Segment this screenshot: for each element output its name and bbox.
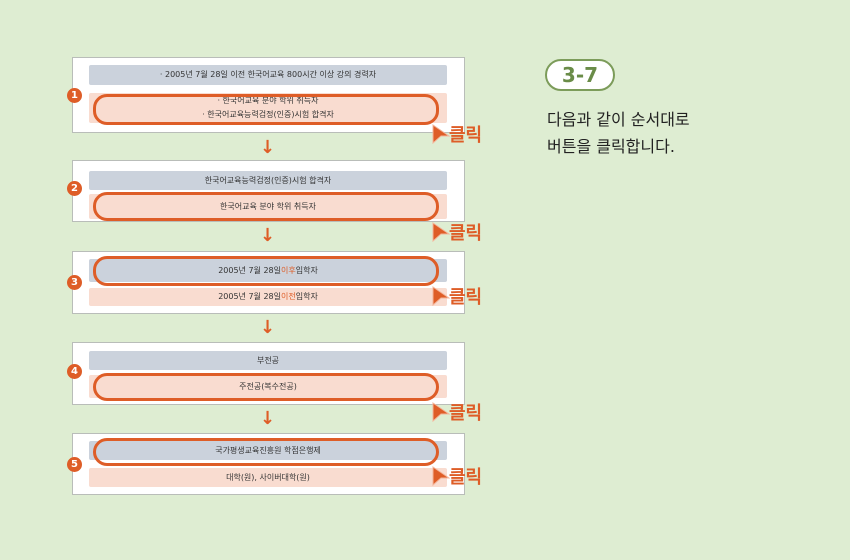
option-text: · 한국어교육 분야 학위 취득자 xyxy=(217,96,319,105)
step-1-panel: · 2005년 7월 28일 이전 한국어교육 800시간 이상 강의 경력자 … xyxy=(67,57,465,133)
cursor-pointer-icon xyxy=(432,402,450,422)
down-arrow-icon: ↓ xyxy=(260,225,276,246)
cursor-pointer-icon xyxy=(432,222,450,242)
step-3-panel: 2005년 7월 28일 이후 입학자 2005년 7월 28일 이전 입학자 … xyxy=(67,251,465,314)
option-highlight-text: 이후 xyxy=(280,265,296,275)
option-text: 부전공 xyxy=(256,355,280,365)
step-number-badge: 4 xyxy=(67,364,82,379)
option-text: 2005년 7월 28일 xyxy=(218,265,281,275)
selection-highlight xyxy=(93,94,439,125)
step-number-badge: 1 xyxy=(67,88,82,103)
click-label: 클릭 xyxy=(449,403,483,424)
option-text: 한국어교육 분야 학위 취득자 xyxy=(220,201,316,211)
selection-highlight xyxy=(93,192,439,221)
step-number-badge: 3 xyxy=(67,275,82,290)
option-bottom[interactable]: 한국어교육 분야 학위 취득자 xyxy=(89,194,447,219)
click-label: 클릭 xyxy=(449,467,483,488)
click-indicator: 클릭 xyxy=(432,121,482,147)
option-bottom[interactable]: 주전공(복수전공) xyxy=(89,375,447,398)
option-text: 한국어교육능력검정(인증)시험 합격자 xyxy=(204,175,332,185)
step-5-panel: 국가평생교육진흥원 학점은행제 대학(원), 사이버대학(원) 5 xyxy=(67,433,465,495)
option-text: · 2005년 7월 28일 이전 한국어교육 800시간 이상 강의 경력자 xyxy=(159,70,377,79)
option-text: 주전공(복수전공) xyxy=(239,381,297,391)
option-text: 입학자 xyxy=(295,292,318,301)
down-arrow-icon: ↓ xyxy=(260,317,276,338)
instruction-line-1: 다음과 같이 순서대로 xyxy=(547,110,690,129)
step-4-panel: 부전공 주전공(복수전공) 4 xyxy=(67,342,465,405)
step-number-badge: 2 xyxy=(67,181,82,196)
option-top[interactable]: · 2005년 7월 28일 이전 한국어교육 800시간 이상 강의 경력자 xyxy=(89,65,447,85)
option-text: 국가평생교육진흥원 학점은행제 xyxy=(215,445,321,455)
option-bottom[interactable]: 2005년 7월 28일 이전 입학자 xyxy=(89,288,447,306)
cursor-pointer-icon xyxy=(432,466,450,486)
click-label: 클릭 xyxy=(449,287,483,308)
click-indicator: 클릭 xyxy=(432,463,482,489)
down-arrow-icon: ↓ xyxy=(260,408,276,429)
click-indicator: 클릭 xyxy=(432,283,482,309)
down-arrow-icon: ↓ xyxy=(260,137,276,158)
option-top[interactable]: 국가평생교육진흥원 학점은행제 xyxy=(89,441,447,460)
option-top[interactable]: 부전공 xyxy=(89,351,447,370)
option-top[interactable]: 2005년 7월 28일 이후 입학자 xyxy=(89,259,447,282)
step-2-panel: 한국어교육능력검정(인증)시험 합격자 한국어교육 분야 학위 취득자 2 xyxy=(67,160,465,222)
option-top[interactable]: 한국어교육능력검정(인증)시험 합격자 xyxy=(89,171,447,190)
click-label: 클릭 xyxy=(449,125,483,146)
cursor-pointer-icon xyxy=(432,286,450,306)
option-text: 대학(원), 사이버대학(원) xyxy=(226,472,310,482)
selection-highlight xyxy=(93,373,439,401)
option-text: 2005년 7월 28일 xyxy=(218,292,281,301)
click-indicator: 클릭 xyxy=(432,219,482,245)
option-bottom[interactable]: · 한국어교육 분야 학위 취득자 · 한국어교육능력검정(인증)시험 합격자 xyxy=(89,93,447,123)
selection-highlight xyxy=(93,256,439,286)
step-badge: 3-7 xyxy=(545,59,615,91)
option-text: 입학자 xyxy=(295,265,318,275)
option-text: · 한국어교육능력검정(인증)시험 합격자 xyxy=(202,110,334,119)
option-highlight-text: 이전 xyxy=(280,292,296,301)
option-bottom[interactable]: 대학(원), 사이버대학(원) xyxy=(89,468,447,487)
selection-highlight xyxy=(93,438,439,466)
click-indicator: 클릭 xyxy=(432,399,482,425)
step-number-badge: 5 xyxy=(67,457,82,472)
click-label: 클릭 xyxy=(449,223,483,244)
instruction-line-2: 버튼을 클릭합니다. xyxy=(547,137,675,156)
cursor-pointer-icon xyxy=(432,124,450,144)
